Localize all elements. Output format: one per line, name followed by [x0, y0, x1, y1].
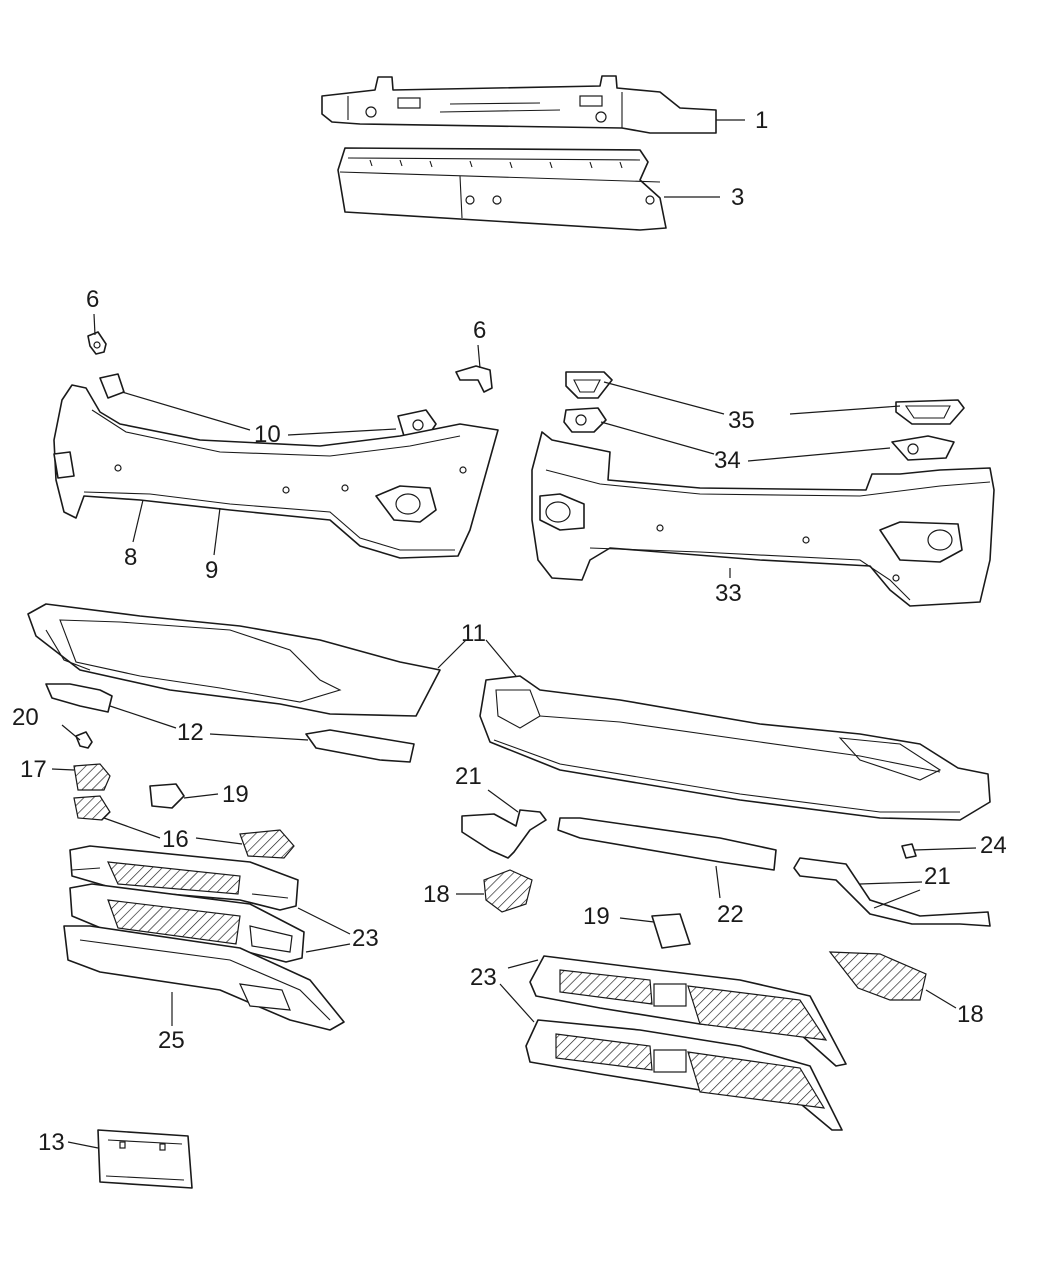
part-13-license-bracket — [97, 1129, 193, 1189]
part-17-grille-insert — [73, 763, 111, 791]
part-10-bezel-left — [99, 373, 125, 399]
callout-11: 11 — [461, 620, 486, 647]
part-16-grille-insert-right — [239, 829, 295, 859]
part-25-lower-bezel — [63, 925, 345, 1031]
part-3-energy-absorber — [337, 147, 667, 231]
part-23-lower-grille-lower — [69, 883, 305, 963]
part-23-lower-grille-right-upper — [529, 955, 847, 1067]
part-6-clip-left — [87, 331, 107, 355]
callout-33: 33 — [715, 580, 742, 607]
callout-9: 9 — [205, 557, 218, 584]
callout-35: 35 — [728, 407, 755, 434]
part-20-clip — [75, 731, 93, 749]
part-33-front-fascia-alt — [531, 431, 995, 607]
part-21-trim-left — [461, 809, 547, 859]
callout-18-left: 18 — [423, 881, 450, 908]
part-23-lower-grille-upper — [69, 845, 299, 911]
part-8-front-fascia — [53, 384, 499, 559]
part-12-trim-left — [45, 683, 113, 713]
part-11-lower-fascia-left — [27, 603, 441, 717]
part-24-clip — [901, 843, 917, 859]
part-18-grille-insert-left — [483, 869, 533, 913]
callout-10: 10 — [254, 421, 281, 448]
callout-23-left: 23 — [352, 925, 379, 952]
callout-18-right: 18 — [957, 1001, 984, 1028]
callout-6-left: 6 — [86, 286, 99, 313]
part-22-center-trim — [557, 817, 777, 871]
callout-34: 34 — [714, 447, 741, 474]
part-19-bezel-left — [149, 783, 185, 809]
part-34-bezel-right — [891, 435, 955, 461]
callout-labels: 1 3 6 6 10 8 9 35 34 33 11 12 20 17 19 1… — [12, 107, 1007, 1156]
part-35-bezel-right — [895, 399, 965, 425]
callout-21-right: 21 — [924, 863, 951, 890]
part-6-clip-right — [455, 365, 493, 393]
callout-19-right: 19 — [583, 903, 610, 930]
part-21-trim-right — [793, 857, 991, 927]
part-34-bezel-left — [563, 407, 607, 433]
callout-23-right: 23 — [470, 964, 497, 991]
callout-6-right: 6 — [473, 317, 486, 344]
part-18-grille-insert-right — [828, 951, 927, 1001]
callout-20: 20 — [12, 704, 39, 731]
callout-12: 12 — [177, 719, 204, 746]
part-1-bumper-reinforcement — [321, 75, 717, 134]
callout-24: 24 — [980, 832, 1007, 859]
callout-8: 8 — [124, 544, 137, 571]
callout-13: 13 — [38, 1129, 65, 1156]
part-23-lower-grille-right-lower — [525, 1019, 843, 1131]
callout-17: 17 — [20, 756, 47, 783]
callout-3: 3 — [731, 184, 744, 211]
callout-16: 16 — [162, 826, 189, 853]
part-11-lower-fascia-right — [479, 675, 991, 821]
part-16-grille-insert-left — [73, 795, 111, 821]
callout-21-left: 21 — [455, 763, 482, 790]
leader-lines — [51, 119, 977, 1149]
part-12-trim-right — [305, 729, 415, 763]
part-35-bezel-left — [565, 371, 613, 399]
callout-19-left: 19 — [222, 781, 249, 808]
part-19-bezel-right — [651, 913, 691, 949]
callout-1: 1 — [755, 107, 768, 134]
callout-25: 25 — [158, 1027, 185, 1054]
callout-22: 22 — [717, 901, 744, 928]
